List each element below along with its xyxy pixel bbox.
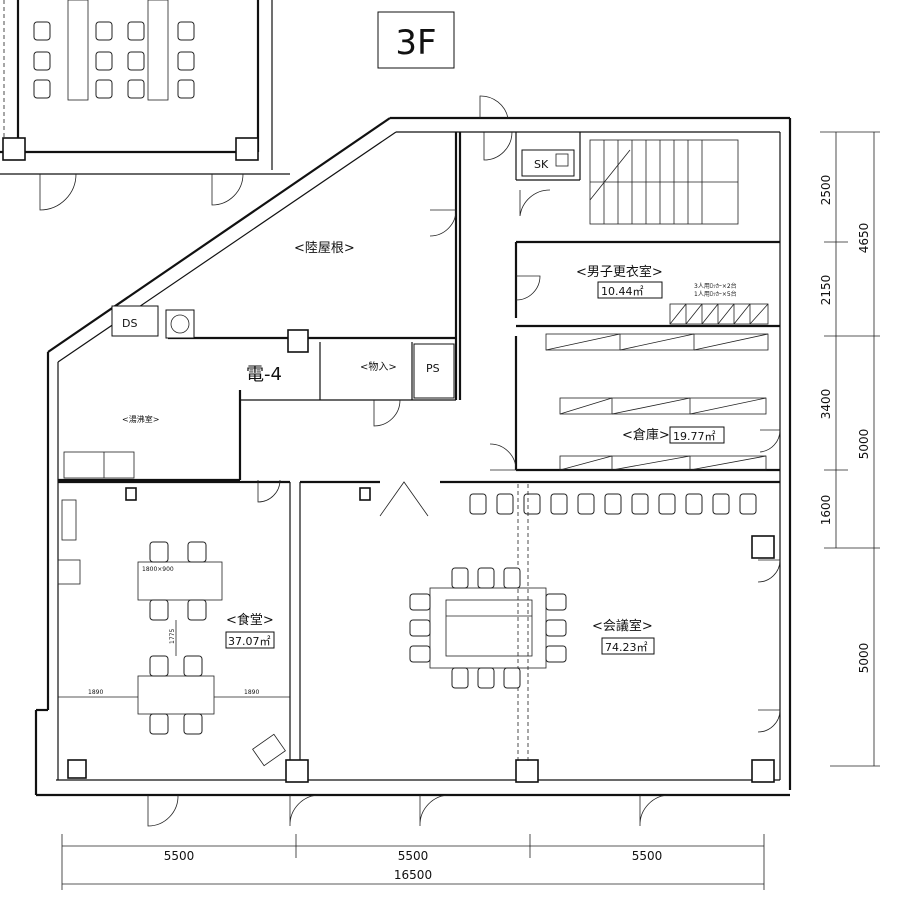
fridge-unit — [57, 559, 81, 585]
mens-locker-area: 10.44㎡ — [601, 285, 644, 298]
storage-shelves — [545, 333, 769, 471]
ps-box — [413, 343, 455, 399]
dining-table-lower — [137, 655, 215, 735]
dim-bottom-2: 5500 — [398, 849, 429, 863]
staircase — [589, 139, 739, 225]
dim-bottom-1: 5500 — [164, 849, 195, 863]
locker-note-1: 3人用ﾛｯｶｰ×2台 — [694, 282, 737, 290]
roof-label: <陸屋根> — [294, 240, 355, 256]
neighbor-chairs — [33, 21, 195, 99]
interior-walls — [58, 132, 780, 780]
copier-unit — [252, 733, 286, 767]
dim-right-3400: 3400 — [819, 389, 833, 420]
kitchen-counter — [63, 451, 135, 479]
dining-table-upper — [137, 541, 223, 621]
dim-right-1600: 1600 — [819, 495, 833, 526]
dim-right-2150: 2150 — [819, 275, 833, 306]
dim-1890-left: 1890 — [88, 689, 103, 696]
outer-walls — [34, 116, 792, 797]
meeting-table — [409, 567, 567, 689]
floor-label: 3F — [395, 23, 436, 63]
meeting-label: <会議室> — [592, 618, 653, 634]
locker-note-2: 1人用ﾛｯｶｰ×5台 — [694, 290, 737, 298]
doors — [147, 95, 781, 827]
meeting-area: 74.23㎡ — [605, 641, 648, 654]
mens-locker-label: <男子更衣室> — [576, 264, 663, 280]
ds-box — [111, 305, 159, 337]
elevator-label: 電-4 — [246, 364, 282, 385]
dimension-lines — [61, 131, 880, 890]
dim-bottom-3: 5500 — [632, 849, 663, 863]
dining-label: <食堂> — [226, 612, 274, 628]
lockers — [669, 303, 769, 325]
meeting-chairs-top-row — [469, 493, 757, 515]
ds-label: DS — [122, 317, 137, 330]
kitchen-label: <湯沸室> — [122, 414, 159, 424]
dim-1890-right: 1890 — [244, 689, 259, 696]
ps-label: PS — [426, 362, 440, 375]
columns — [67, 329, 775, 783]
dim-right-4650: 4650 — [857, 223, 871, 254]
floor-label-box — [377, 11, 455, 69]
storage-label: <倉庫> — [622, 428, 670, 443]
dim-1775: 1775 — [169, 629, 176, 644]
sink-unit — [61, 499, 77, 541]
drain-icon — [170, 314, 190, 334]
dim-total: 16500 — [394, 868, 432, 882]
dim-right-2500: 2500 — [819, 175, 833, 206]
sk-label: SK — [534, 158, 549, 171]
closet-label: <物入> — [360, 360, 397, 373]
neighbor-room — [0, 0, 290, 211]
dim-right-5000b: 5000 — [857, 643, 871, 674]
table-size-label: 1800×900 — [142, 566, 174, 573]
storage-area: 19.77㎡ — [673, 430, 716, 443]
dining-area: 37.07㎡ — [228, 635, 271, 648]
dim-right-5000a: 5000 — [857, 429, 871, 460]
